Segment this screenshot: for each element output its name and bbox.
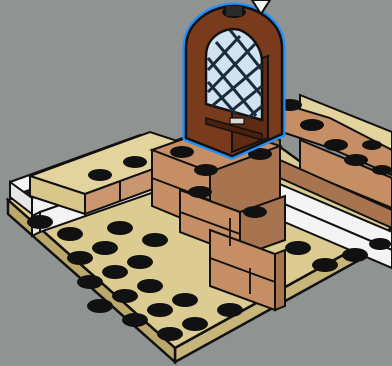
highlighted-arched-window [186, 6, 282, 156]
